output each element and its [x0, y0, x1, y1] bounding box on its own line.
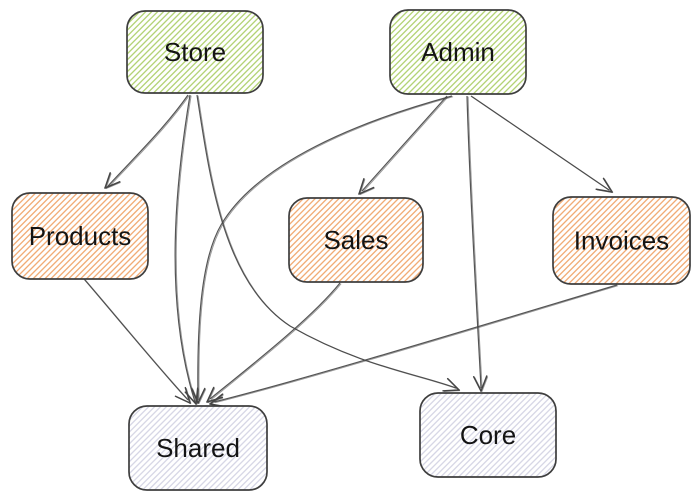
- arrowhead-core: [480, 375, 488, 392]
- node-shared-label: Shared: [156, 433, 240, 463]
- node-admin-label: Admin: [421, 37, 495, 67]
- edge-admin-invoices: [470, 95, 614, 194]
- node-products: Products: [11, 192, 149, 280]
- node-products-label: Products: [29, 221, 132, 251]
- arrowhead-products: [104, 181, 121, 189]
- edge-store-products: [104, 94, 190, 190]
- edge-admin-core: [466, 95, 489, 392]
- node-sales-label: Sales: [323, 225, 388, 255]
- arrowhead-shared: [197, 387, 206, 404]
- node-invoices-label: Invoices: [574, 226, 669, 256]
- node-shared-box: [128, 405, 268, 491]
- node-products-box: [11, 192, 149, 280]
- node-admin-box: [389, 9, 527, 95]
- node-core-label: Core: [460, 420, 516, 450]
- arrowhead-shared: [206, 386, 215, 403]
- arrowhead-sales: [358, 178, 365, 195]
- node-core: Core: [419, 392, 557, 478]
- node-shared: Shared: [128, 405, 268, 491]
- arrowhead-shared: [190, 387, 199, 404]
- arrowhead-core: [442, 389, 460, 392]
- arrowhead-sales: [358, 186, 375, 195]
- arrowhead-products: [104, 172, 111, 189]
- node-sales: Sales: [288, 197, 424, 283]
- node-store-box: [126, 10, 264, 94]
- node-admin: Admin: [389, 9, 527, 95]
- node-store-label: Store: [164, 37, 226, 67]
- edges-layer: [83, 94, 619, 408]
- edge-store-shared: [174, 94, 200, 405]
- arrowhead-shared: [184, 386, 191, 404]
- edge-admin-shared: [190, 95, 454, 404]
- arrowhead-shared: [209, 393, 224, 405]
- edge-store-core: [196, 94, 461, 393]
- node-invoices: Invoices: [552, 196, 691, 285]
- edge-invoices-shared: [209, 284, 619, 408]
- node-core-box: [419, 392, 557, 478]
- node-invoices-box: [552, 196, 691, 285]
- node-store: Store: [126, 10, 264, 94]
- node-sales-box: [288, 197, 424, 283]
- edge-products-shared: [83, 278, 192, 405]
- edge-admin-sales: [358, 95, 449, 196]
